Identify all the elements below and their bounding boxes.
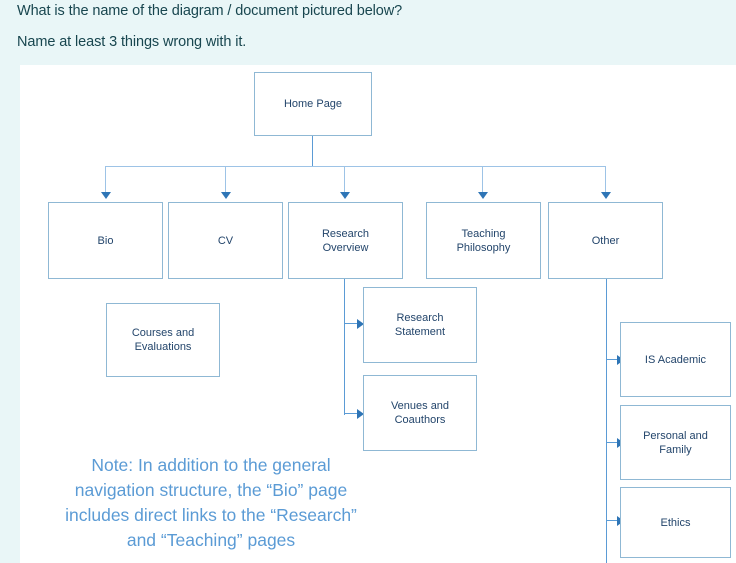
node-cv-label: CV	[217, 234, 234, 247]
node-bio[interactable]: Bio	[48, 202, 163, 279]
question-line-1: What is the name of the diagram / docume…	[17, 3, 403, 19]
node-home-page[interactable]: Home Page	[254, 72, 372, 136]
node-research-overview[interactable]: Research Overview	[288, 202, 403, 279]
node-home-page-label: Home Page	[283, 98, 343, 110]
node-teaching-philosophy-label-line2: Philosophy	[456, 241, 511, 254]
node-research-statement-label-line1: Research	[396, 312, 444, 324]
node-cv[interactable]: CV	[168, 202, 283, 279]
connector-other-to-ethics	[606, 520, 623, 522]
node-courses-and-evaluations[interactable]: Courses and Evaluations	[106, 303, 220, 377]
arrow-down-bio-icon	[101, 192, 111, 199]
connector-other-to-is-academic	[606, 359, 623, 361]
arrow-right-venues-icon	[357, 409, 364, 419]
node-personal-and-family[interactable]: Personal and Family	[620, 405, 731, 480]
node-courses-label-line2: Evaluations	[134, 341, 192, 353]
question-line-2: Name at least 3 things wrong with it.	[17, 34, 247, 50]
connector-other-to-personal	[606, 442, 623, 444]
node-research-statement-label-line2: Statement	[394, 326, 446, 338]
connector-drop-teaching	[482, 166, 484, 194]
connector-other-stem	[606, 279, 608, 563]
node-personal-label-line1: Personal and	[643, 429, 708, 442]
diagram-note: Note: In addition to the general navigat…	[65, 455, 357, 550]
arrow-right-research-statement-icon	[357, 319, 364, 329]
node-ethics-label: Ethics	[660, 516, 691, 529]
node-teaching-philosophy-label-line1: Teaching	[461, 227, 506, 240]
node-other-label: Other	[591, 234, 620, 247]
node-is-academic[interactable]: IS Academic	[620, 322, 731, 397]
connector-research-to-statement	[344, 323, 361, 325]
node-research-overview-label-line2: Overview	[322, 241, 369, 254]
node-ethics[interactable]: Ethics	[620, 487, 731, 558]
node-research-statement[interactable]: Research Statement	[363, 287, 477, 363]
connector-drop-bio	[105, 166, 107, 194]
node-research-overview-label-line1: Research	[321, 227, 370, 240]
arrow-down-teaching-icon	[478, 192, 488, 199]
connector-drop-other	[605, 166, 607, 194]
node-bio-label: Bio	[97, 234, 114, 247]
site-map-diagram: Home Page Bio CV Research Overview	[20, 65, 736, 563]
node-venues-label-line1: Venues and	[390, 400, 450, 412]
connector-home-stem	[312, 136, 314, 167]
node-personal-label-line2: Family	[659, 443, 692, 456]
connector-drop-cv	[225, 166, 227, 194]
connector-research-to-venues	[344, 413, 361, 415]
node-teaching-philosophy[interactable]: Teaching Philosophy	[426, 202, 541, 279]
arrow-down-cv-icon	[221, 192, 231, 199]
arrow-down-other-icon	[601, 192, 611, 199]
node-other[interactable]: Other	[548, 202, 663, 279]
arrow-down-research-icon	[340, 192, 350, 199]
question-area: What is the name of the diagram / docume…	[0, 0, 736, 65]
connector-bus	[105, 166, 606, 168]
node-is-academic-label: IS Academic	[644, 353, 707, 366]
connector-research-stem	[344, 279, 346, 415]
node-venues-label-line2: Coauthors	[394, 414, 446, 426]
node-courses-label-line1: Courses and	[131, 327, 195, 339]
connector-drop-research	[344, 166, 346, 194]
node-venues-and-coauthors[interactable]: Venues and Coauthors	[363, 375, 477, 451]
